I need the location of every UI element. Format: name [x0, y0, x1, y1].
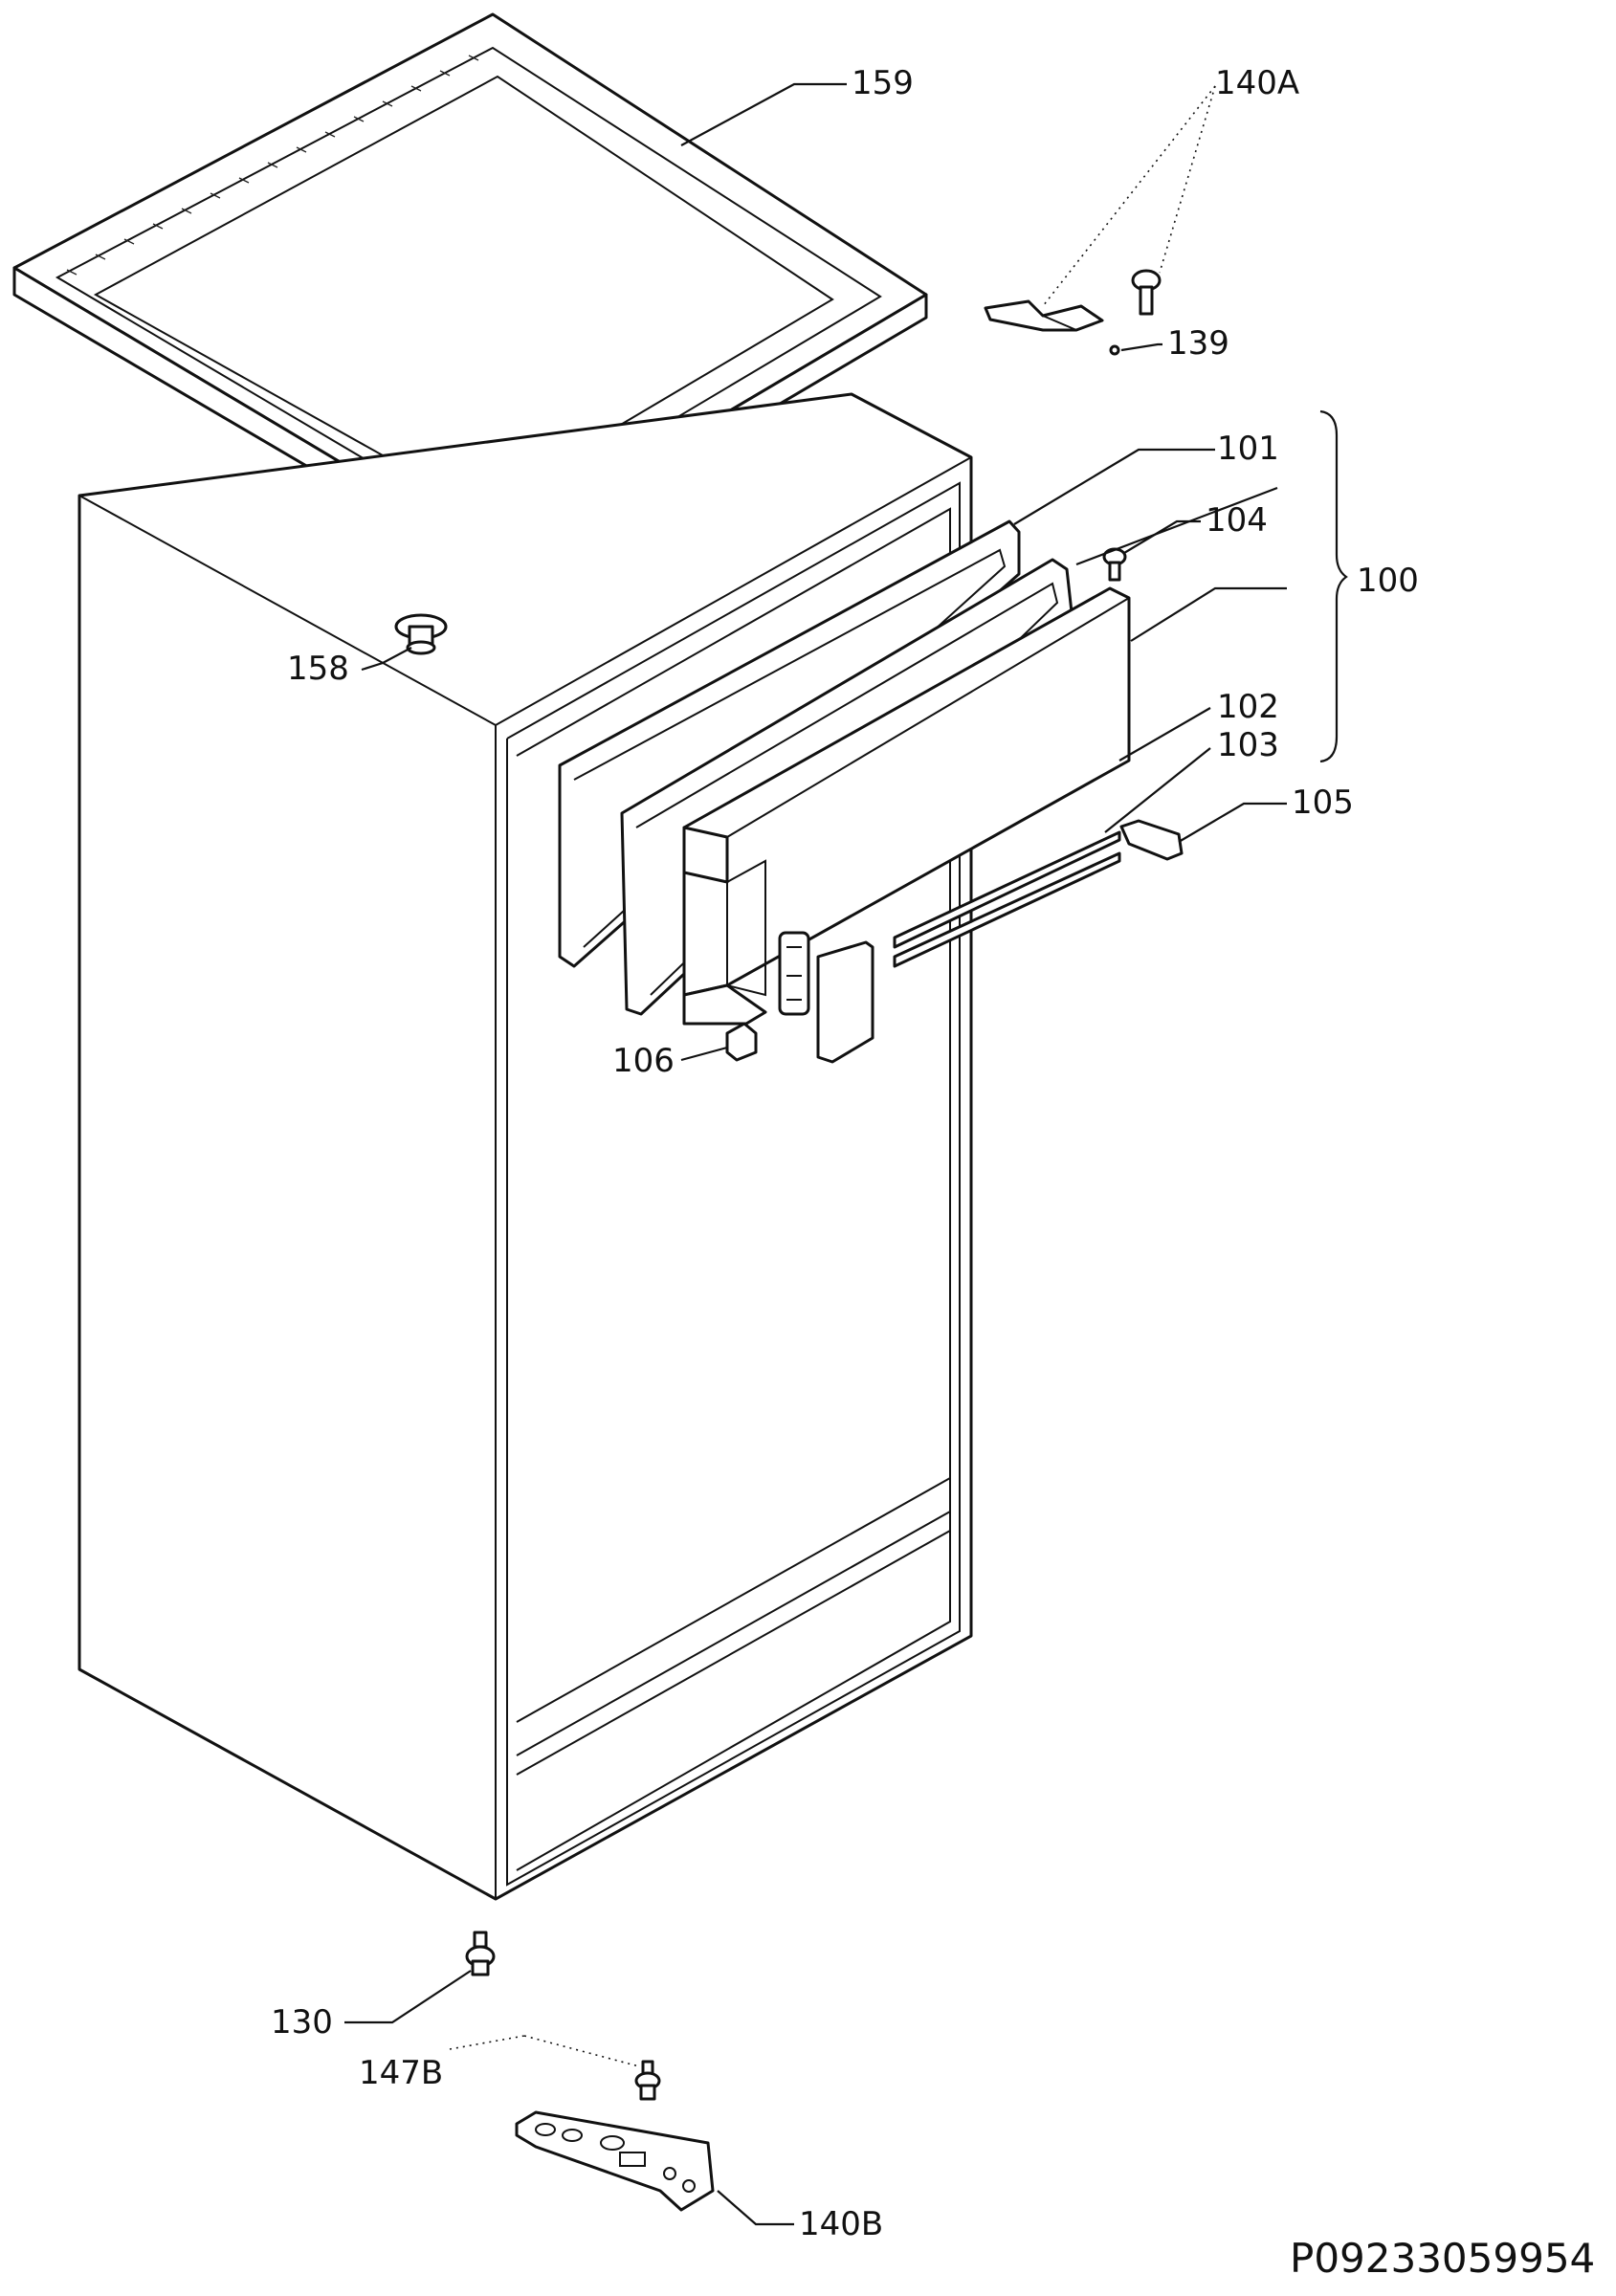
- door-stop-part: [778, 931, 810, 1016]
- lower-hinge-part: [515, 2110, 715, 2212]
- latch-105-part: [1119, 819, 1184, 861]
- upper-hinge-screw-part: [1131, 269, 1162, 316]
- callout-101: 101: [1217, 430, 1279, 468]
- foot-screw-130-part: [465, 1931, 496, 1976]
- handle-strip-part: [893, 830, 1121, 968]
- clip-106-part: [725, 1022, 758, 1062]
- callout-105: 105: [1292, 784, 1354, 822]
- leader-lines: [344, 82, 1287, 2226]
- callout-158: 158: [287, 650, 349, 688]
- callout-140b: 140B: [799, 2205, 883, 2243]
- outer-door-part: [682, 586, 1131, 1026]
- callout-106: 106: [612, 1042, 675, 1080]
- screw-104-part: [1102, 547, 1127, 582]
- screw-147b-part: [634, 2060, 661, 2101]
- brace-100: [1319, 409, 1348, 763]
- hinge-pin-158-part: [394, 613, 448, 655]
- callout-102: 102: [1217, 688, 1279, 726]
- door-handle-part: [816, 940, 874, 1064]
- pin-139-part: [1109, 344, 1120, 356]
- callout-130: 130: [271, 2003, 333, 2042]
- document-id: P09233059954: [1290, 2235, 1595, 2282]
- callout-159: 159: [852, 64, 914, 102]
- callout-100: 100: [1357, 562, 1419, 600]
- upper-hinge-part: [984, 299, 1104, 332]
- callout-140a: 140A: [1215, 64, 1299, 102]
- callout-104: 104: [1206, 501, 1268, 540]
- callout-139: 139: [1167, 324, 1229, 363]
- callout-147b: 147B: [359, 2054, 443, 2092]
- callout-103: 103: [1217, 726, 1279, 764]
